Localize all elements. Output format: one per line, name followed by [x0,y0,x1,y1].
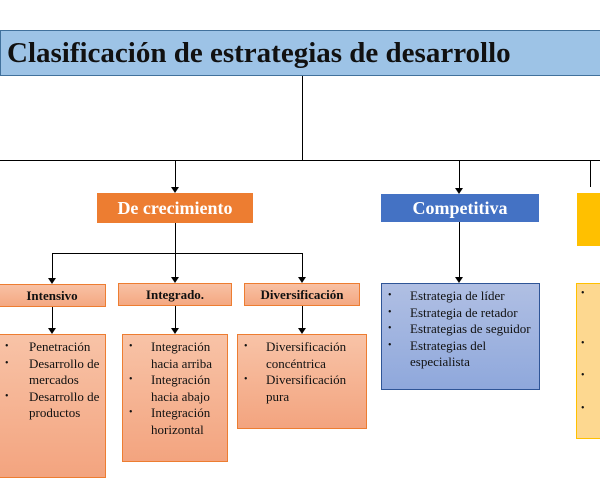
connector [302,76,303,160]
arrow-icon [171,277,179,283]
arrow-icon [298,328,306,334]
list-item: Diversificación concéntrica [240,339,364,372]
list-item: Integración horizontal [125,405,225,438]
connector [175,253,176,277]
arrow-icon [455,188,463,194]
bullet: • [581,403,585,414]
arrow-icon [48,278,56,284]
connector [175,223,176,253]
sub-intensivo: Intensivo [0,284,106,307]
list-item: Desarrollo de productos [1,389,103,422]
connector [52,253,302,254]
category-third [577,193,600,246]
connector [459,222,460,277]
category-competitive: Competitiva [381,194,539,222]
arrow-icon [298,277,306,283]
list-item: Penetración [1,339,103,356]
connector [175,160,176,187]
connector [302,306,303,328]
connector [52,307,53,328]
connector [0,160,600,161]
bullet: • [581,288,585,299]
connector [459,160,460,188]
arrow-icon [48,328,56,334]
bullet: • [581,338,585,349]
list-item: Integración hacia arriba [125,339,225,372]
connector [590,160,591,187]
list-item: Estrategia de retador [384,305,537,322]
list-integrado: Integración hacia arriba Integración hac… [122,334,228,462]
arrow-icon [171,187,179,193]
list-competitiva: Estrategia de líder Estrategia de retado… [381,283,540,390]
arrow-icon [455,277,463,283]
list-item: Estrategias de seguidor [384,321,537,338]
sub-integrado: Integrado. [118,283,232,306]
category-growth: De crecimiento [97,193,253,223]
list-item: Integración hacia abajo [125,372,225,405]
list-item: Desarrollo de mercados [1,356,103,389]
list-item: Diversificación pura [240,372,364,405]
list-intensivo: Penetración Desarrollo de mercados Desar… [0,334,106,478]
list-diversificacion: Diversificación concéntrica Diversificac… [237,334,367,429]
connector [302,253,303,277]
sub-diversificacion: Diversificación [244,283,360,306]
list-item: Estrategias del especialista [384,338,537,371]
diagram-title: Clasificación de estrategias de desarrol… [0,30,600,76]
connector [52,253,53,278]
list-third: • • • • [576,283,600,439]
arrow-icon [171,328,179,334]
bullet: • [581,370,585,381]
list-item: Estrategia de líder [384,288,537,305]
connector [175,306,176,328]
